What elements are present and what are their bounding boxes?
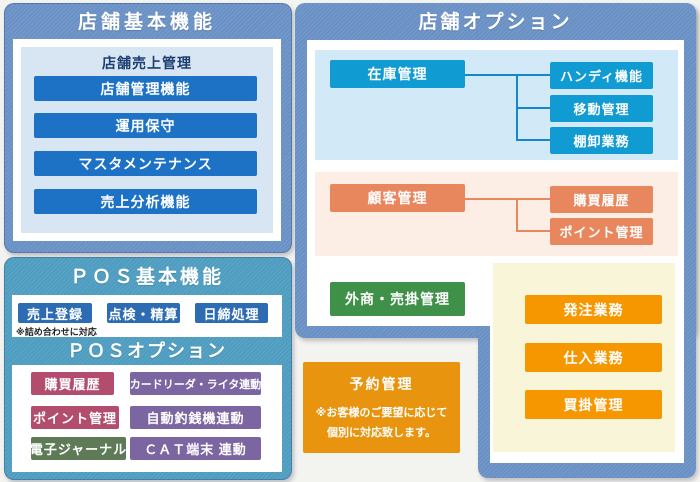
button-customer-management: 顧客管理 — [330, 184, 465, 212]
connector-inventory-branch-3 — [516, 139, 550, 141]
button-store-management: 店舗管理機能 — [34, 76, 257, 101]
button-electronic-journal: 電子ジャーナル — [30, 437, 126, 460]
button-cat-terminal: ＣＡＴ端末 連動 — [130, 437, 261, 460]
button-operation-maintenance: 運用保守 — [34, 113, 257, 138]
connector-inventory-branch-2 — [516, 107, 550, 109]
button-handy-function: ハンディ機能 — [550, 62, 653, 89]
button-gaisho-credit-sales: 外商・売掛管理 — [330, 282, 465, 316]
reservation-title: 予約管理 — [349, 376, 414, 392]
button-card-reader-writer: カードリーダ・ライタ連動 — [130, 372, 261, 395]
button-daily-closing: 日締処理 — [195, 303, 268, 323]
reservation-note-line2: 個別に対応致します。 — [327, 427, 436, 439]
connector-customer-vertical — [516, 198, 518, 232]
button-master-maintenance: マスタメンテナンス — [34, 151, 257, 176]
button-transfer-management: 移動管理 — [550, 95, 653, 122]
panel-store-basic-title: 店舗基本機能 — [77, 12, 216, 33]
panel-store-option-title: 店舗オプション — [418, 12, 573, 33]
pos-option-title: ＰＯＳオプション — [67, 341, 227, 361]
button-auto-change-machine: 自動釣銭機連動 — [130, 406, 261, 429]
button-ordering: 発注業務 — [525, 295, 662, 324]
pos-basic-note: ※詰め合わせに対応 — [16, 327, 97, 337]
store-sales-group-title: 店舗売上管理 — [102, 55, 192, 71]
button-purchasing: 仕入業務 — [525, 343, 662, 372]
button-sales-registration: 売上登録 — [18, 303, 92, 323]
button-accounts-payable: 買掛管理 — [525, 390, 662, 419]
connector-customer-trunk — [465, 198, 550, 200]
button-inspection-settlement: 点検・精算 — [107, 303, 180, 323]
reservation-management-box: 予約管理 ※お客様のご要望に応じて 個別に対応致します。 — [303, 362, 460, 453]
button-sales-analysis: 売上分析機能 — [34, 189, 257, 214]
button-stocktaking: 棚卸業務 — [550, 127, 653, 154]
pos-basic-title: ＰＯＳ基本機能 — [69, 267, 224, 288]
connector-inventory-trunk — [465, 74, 550, 76]
connector-customer-branch-2 — [516, 230, 550, 232]
button-purchase-history-pos: 購買履歴 — [31, 372, 114, 395]
button-purchase-history-store: 購買履歴 — [550, 186, 653, 213]
button-inventory-management: 在庫管理 — [330, 60, 465, 88]
button-point-management-store: ポイント管理 — [550, 218, 653, 245]
reservation-note-line1: ※お客様のご要望に応じて — [315, 407, 448, 419]
button-point-management-pos: ポイント管理 — [31, 406, 119, 429]
